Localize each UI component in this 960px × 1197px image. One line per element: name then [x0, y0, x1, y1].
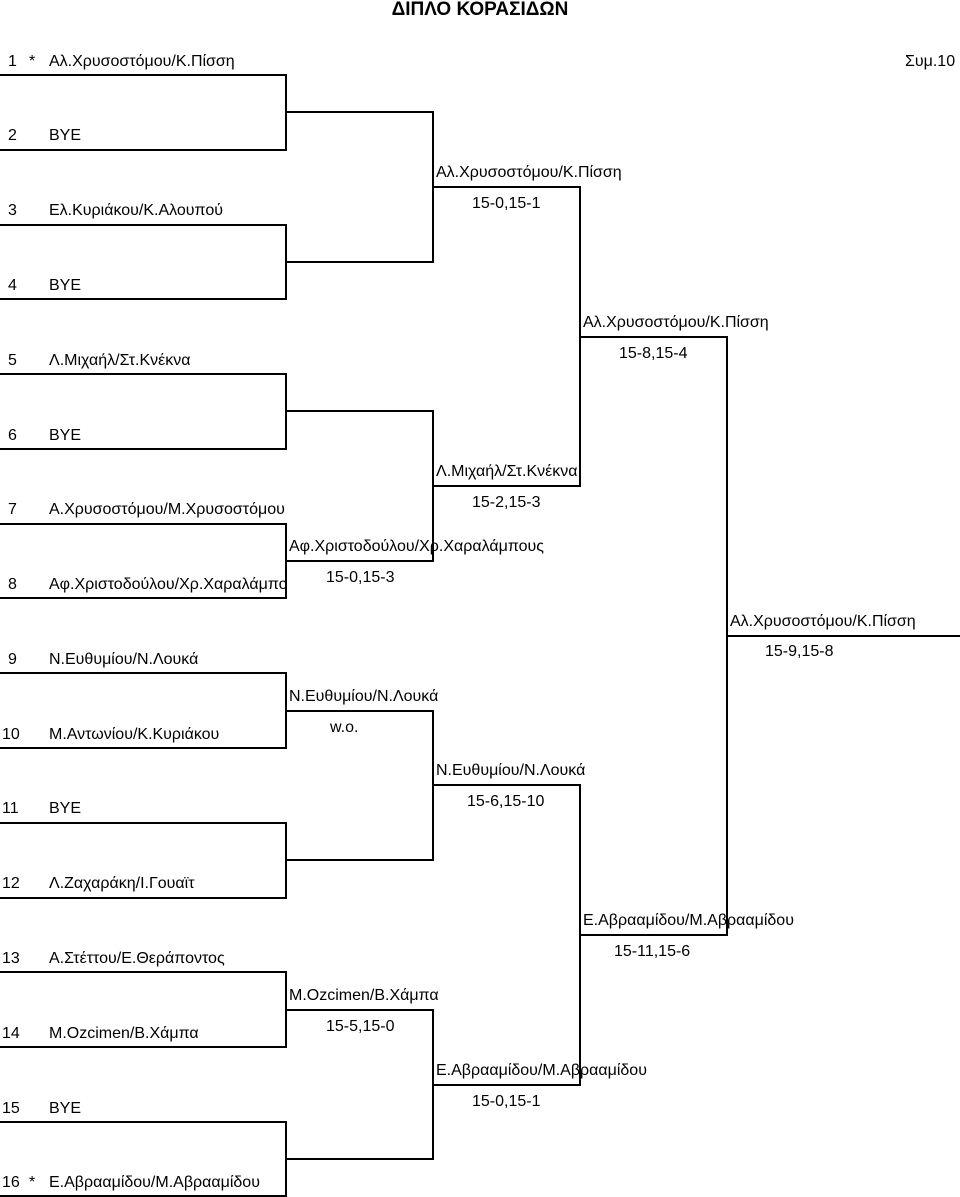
player-name: BYE: [49, 277, 82, 294]
match-score: 15-5,15-0: [326, 1018, 395, 1035]
match-score: 15-8,15-4: [619, 345, 688, 362]
bracket-line: [0, 1046, 286, 1048]
draw-position: 2: [8, 127, 17, 144]
final-score: 15-9,15-8: [765, 643, 834, 660]
player-name: Α.Στέττου/Ε.Θεράποντος: [49, 950, 225, 967]
match-winner: Αφ.Χριστοδούλου/Χρ.Χαραλάμπους: [289, 538, 544, 555]
bracket-line: [285, 560, 433, 562]
bracket-line: [432, 485, 580, 487]
match-score: 15-6,15-10: [467, 793, 545, 810]
bracket-line: [285, 859, 433, 861]
player-name: BYE: [49, 427, 82, 444]
player-name: Ελ.Κυριάκου/Κ.Αλουπού: [49, 202, 223, 219]
seed-marker: *: [29, 53, 36, 70]
bracket-line: [579, 934, 727, 936]
bracket-line: [0, 448, 286, 450]
match-winner: Αλ.Χρυσοστόμου/Κ.Πίσση: [436, 164, 622, 181]
bracket-line: [726, 635, 960, 637]
match-number: Συμ.10: [905, 53, 956, 70]
draw-position: 15: [2, 1100, 20, 1117]
bracket-line: [0, 672, 286, 674]
bracket-line: [285, 710, 433, 712]
draw-position: 9: [8, 651, 17, 668]
bracket-line: [0, 971, 286, 973]
bracket-line: [432, 1084, 580, 1086]
draw-position: 1: [8, 53, 17, 70]
bracket-line: [0, 822, 286, 824]
draw-position: 5: [8, 352, 17, 369]
draw-position: 7: [8, 501, 17, 518]
player-name: Αφ.Χριστοδούλου/Χρ.Χαραλάμπους: [49, 576, 286, 593]
match-score: 15-0,15-3: [326, 569, 395, 586]
match-winner: Μ.Ozcimen/Β.Χάμπα: [289, 987, 439, 1004]
bracket-line: [285, 261, 433, 263]
draw-position: 11: [2, 800, 19, 817]
player-name: BYE: [49, 800, 82, 817]
player-name: BYE: [49, 127, 82, 144]
match-score: w.o.: [330, 719, 359, 736]
page-title: ΔΙΠΛΟ ΚΟΡΑΣΙΔΩΝ: [391, 0, 569, 20]
match-winner: Ν.Ευθυμίου/Ν.Λουκά: [436, 762, 586, 779]
match-score: 15-11,15-6: [614, 943, 691, 960]
draw-position: 4: [8, 277, 17, 294]
player-name: Αλ.Χρυσοστόμου/Κ.Πίσση: [49, 53, 235, 70]
bracket-line: [285, 410, 433, 412]
match-score: 15-0,15-1: [472, 1093, 541, 1110]
bracket-line: [0, 1121, 286, 1123]
draw-position: 16: [2, 1174, 20, 1191]
match-winner: Ε.Αβρααμίδου/Μ.Αβρααμίδου: [436, 1062, 647, 1079]
bracket-line: [0, 298, 286, 300]
bracket-line: [0, 897, 286, 899]
bracket-line: [0, 74, 286, 76]
player-name: BYE: [49, 1100, 82, 1117]
draw-position: 12: [2, 875, 20, 892]
bracket-line: [0, 149, 286, 151]
match-winner: Λ.Μιχαήλ/Στ.Κνέκνα: [436, 463, 578, 480]
player-name: Μ.Αντωνίου/Κ.Κυριάκου: [49, 726, 220, 743]
match-winner: Ν.Ευθυμίου/Ν.Λουκά: [289, 688, 439, 705]
player-name: Ν.Ευθυμίου/Ν.Λουκά: [49, 651, 199, 668]
player-name: Λ.Ζαχαράκη/Ι.Γουαϊτ: [49, 875, 195, 892]
player-name: Α.Χρυσοστόμου/Μ.Χρυσοστόμου: [49, 501, 285, 518]
bracket-line: [0, 1195, 286, 1197]
match-score: 15-0,15-1: [472, 195, 541, 212]
bracket-line: [579, 336, 727, 338]
bracket-line: [432, 784, 580, 786]
draw-position: 13: [2, 950, 20, 967]
bracket-line: [0, 224, 286, 226]
seed-marker: *: [29, 1174, 36, 1191]
match-winner: Ε.Αβρααμίδου/Μ.Αβρααμίδου: [583, 912, 794, 929]
draw-position: 6: [8, 427, 17, 444]
bracket-line: [285, 1158, 433, 1160]
draw-position: 14: [2, 1025, 20, 1042]
bracket-line: [0, 597, 286, 599]
final-winner: Αλ.Χρυσοστόμου/Κ.Πίσση: [730, 613, 916, 630]
match-winner: Αλ.Χρυσοστόμου/Κ.Πίσση: [583, 314, 769, 331]
match-score: 15-2,15-3: [472, 494, 541, 511]
player-name: Μ.Ozcimen/Β.Χάμπα: [49, 1025, 199, 1042]
bracket-line: [285, 1009, 433, 1011]
draw-position: 10: [2, 726, 20, 743]
player-name: Ε.Αβρααμίδου/Μ.Αβρααμίδου: [49, 1174, 260, 1191]
bracket-line: [0, 523, 286, 525]
draw-position: 3: [8, 202, 17, 219]
player-name: Λ.Μιχαήλ/Στ.Κνέκνα: [49, 352, 191, 369]
bracket-line: [0, 747, 286, 749]
bracket-line: [432, 186, 580, 188]
bracket-line: [0, 373, 286, 375]
bracket-line: [285, 111, 433, 113]
draw-position: 8: [8, 576, 17, 593]
